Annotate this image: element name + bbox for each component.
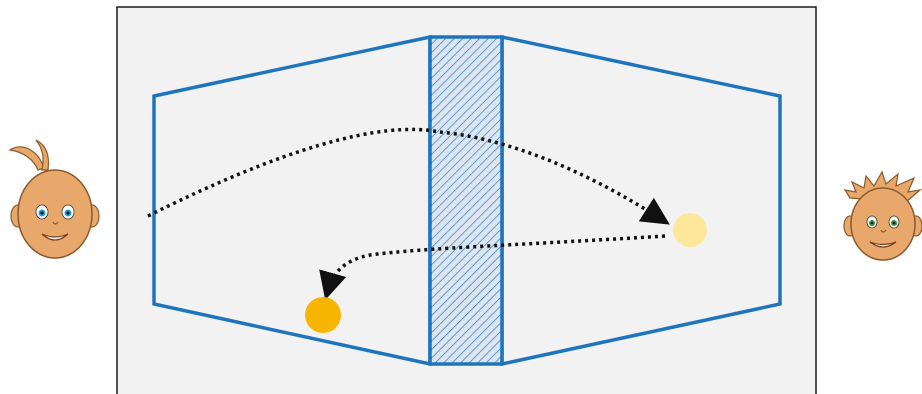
light-ball xyxy=(673,213,707,247)
baby-face-icon xyxy=(10,140,99,258)
dark-ball xyxy=(305,297,341,333)
hatched-divider xyxy=(430,37,502,364)
boy-face-icon xyxy=(844,172,922,260)
